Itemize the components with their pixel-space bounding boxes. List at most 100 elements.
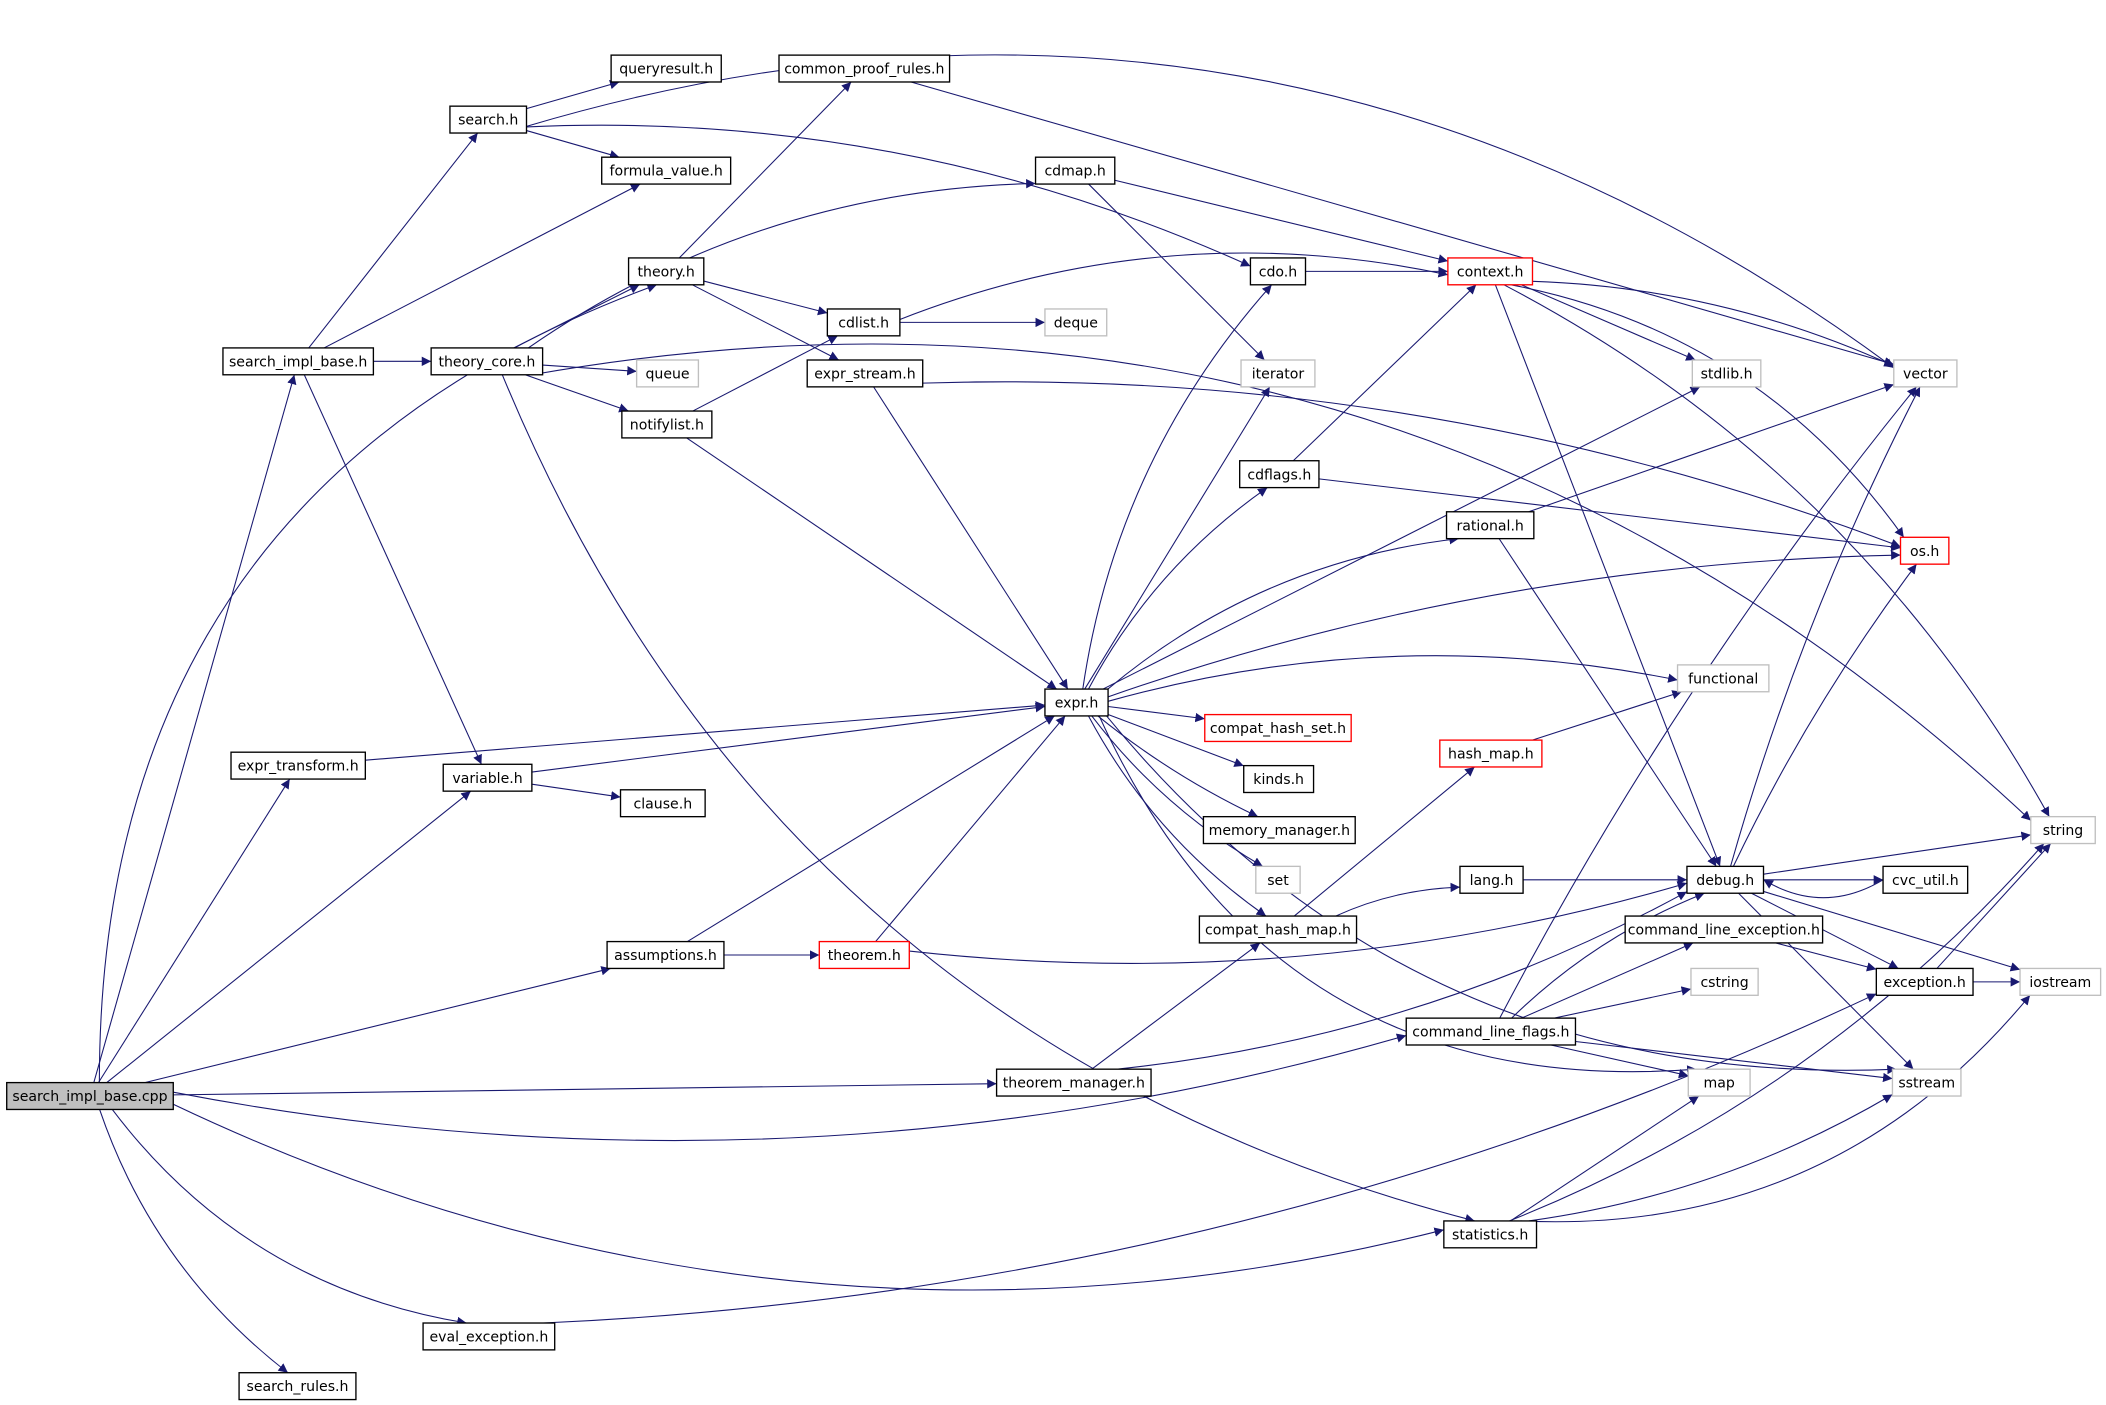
node-box[interactable] — [1044, 688, 1109, 717]
node-set[interactable]: set — [1255, 865, 1301, 894]
node-map[interactable]: map — [1687, 1068, 1751, 1097]
node-box[interactable] — [1447, 257, 1534, 286]
node-box[interactable] — [1624, 915, 1824, 944]
node-box[interactable] — [230, 751, 366, 780]
node-box[interactable] — [826, 308, 901, 337]
node-box[interactable] — [1875, 967, 1974, 996]
node-box[interactable] — [442, 763, 533, 792]
node-box[interactable] — [1891, 1068, 1962, 1097]
node-box[interactable] — [1686, 865, 1765, 894]
node-box[interactable] — [621, 410, 713, 439]
node-box[interactable] — [1239, 460, 1320, 489]
node-box[interactable] — [1198, 915, 1358, 944]
node-theorem-manager[interactable]: theorem_manager.h — [995, 1068, 1152, 1097]
node-expr-transform[interactable]: expr_transform.h — [230, 751, 366, 780]
node-compat-hash-map[interactable]: compat_hash_map.h — [1198, 915, 1358, 944]
node-box[interactable] — [606, 940, 725, 970]
node-common-proof-rules[interactable]: common_proof_rules.h — [778, 54, 951, 83]
node-box[interactable] — [1044, 308, 1108, 337]
node-box[interactable] — [222, 347, 375, 376]
node-box[interactable] — [430, 347, 544, 376]
node-search-rules[interactable]: search_rules.h — [238, 1372, 357, 1401]
node-iterator[interactable]: iterator — [1240, 359, 1316, 388]
node-box[interactable] — [449, 105, 528, 134]
node-theory[interactable]: theory.h — [627, 257, 705, 286]
node-deque[interactable]: deque — [1044, 308, 1108, 337]
node-box[interactable] — [1899, 536, 1950, 565]
node-command-line-flags[interactable]: command_line_flags.h — [1405, 1017, 1577, 1046]
node-box[interactable] — [1439, 739, 1543, 768]
node-expr-stream[interactable]: expr_stream.h — [806, 359, 924, 388]
node-box[interactable] — [1445, 511, 1535, 540]
node-cdflags[interactable]: cdflags.h — [1239, 460, 1320, 489]
node-eval-exception[interactable]: eval_exception.h — [422, 1322, 556, 1351]
node-box[interactable] — [1202, 815, 1356, 845]
node-box[interactable] — [635, 359, 700, 388]
node-cdo[interactable]: cdo.h — [1249, 257, 1307, 286]
node-variable[interactable]: variable.h — [442, 763, 533, 792]
node-box[interactable] — [1882, 865, 1969, 894]
node-box[interactable] — [1687, 1068, 1751, 1097]
node-box[interactable] — [601, 156, 732, 185]
node-os[interactable]: os.h — [1899, 536, 1950, 565]
node-box[interactable] — [1690, 967, 1759, 996]
node-compat-hash-set[interactable]: compat_hash_set.h — [1204, 713, 1352, 743]
node-queue[interactable]: queue — [635, 359, 700, 388]
node-theorem[interactable]: theorem.h — [818, 940, 910, 970]
node-box[interactable] — [1255, 865, 1301, 894]
node-statistics[interactable]: statistics.h — [1443, 1220, 1538, 1249]
node-theory-core[interactable]: theory_core.h — [430, 347, 544, 376]
node-box[interactable] — [1459, 865, 1524, 894]
node-box[interactable] — [995, 1068, 1152, 1097]
node-functional[interactable]: functional — [1676, 664, 1770, 693]
node-box[interactable] — [422, 1322, 556, 1351]
node-cdlist[interactable]: cdlist.h — [826, 308, 901, 337]
node-string[interactable]: string — [2030, 815, 2096, 845]
node-box[interactable] — [1443, 1220, 1538, 1249]
node-queryresult[interactable]: queryresult.h — [610, 54, 722, 83]
node-cstring[interactable]: cstring — [1690, 967, 1759, 996]
node-context[interactable]: context.h — [1447, 257, 1534, 286]
node-notifylist[interactable]: notifylist.h — [621, 410, 713, 439]
node-box[interactable] — [610, 54, 722, 83]
node-box[interactable] — [619, 789, 706, 818]
node-box[interactable] — [1691, 359, 1762, 388]
node-box[interactable] — [818, 940, 910, 970]
node-box[interactable] — [2019, 967, 2102, 996]
node-vector[interactable]: vector — [1893, 359, 1958, 388]
node-exception[interactable]: exception.h — [1875, 967, 1974, 996]
node-lang[interactable]: lang.h — [1459, 865, 1524, 894]
node-clause[interactable]: clause.h — [619, 789, 706, 818]
node-search-impl-base-h[interactable]: search_impl_base.h — [222, 347, 375, 376]
node-iostream[interactable]: iostream — [2019, 967, 2102, 996]
node-box[interactable] — [1405, 1017, 1577, 1046]
node-box[interactable] — [1034, 156, 1116, 185]
node-stdlib[interactable]: stdlib.h — [1691, 359, 1762, 388]
node-memory-manager[interactable]: memory_manager.h — [1202, 815, 1356, 845]
node-debug[interactable]: debug.h — [1686, 865, 1765, 894]
node-box[interactable] — [1249, 257, 1307, 286]
node-box[interactable] — [238, 1372, 357, 1401]
node-cpp[interactable]: search_impl_base.cpp — [6, 1081, 174, 1111]
node-box[interactable] — [806, 359, 924, 388]
node-sstream[interactable]: sstream — [1891, 1068, 1962, 1097]
node-box[interactable] — [1676, 664, 1770, 693]
node-box[interactable] — [627, 257, 705, 286]
node-cvc-util[interactable]: cvc_util.h — [1882, 865, 1969, 894]
node-formula-value[interactable]: formula_value.h — [601, 156, 732, 185]
node-assumptions[interactable]: assumptions.h — [606, 940, 725, 970]
node-box[interactable] — [1240, 359, 1316, 388]
node-box[interactable] — [1204, 713, 1352, 743]
node-box[interactable] — [1243, 764, 1315, 794]
node-search[interactable]: search.h — [449, 105, 528, 134]
node-cdmap[interactable]: cdmap.h — [1034, 156, 1116, 185]
node-rational[interactable]: rational.h — [1445, 511, 1535, 540]
node-command-line-exception[interactable]: command_line_exception.h — [1624, 915, 1824, 944]
node-expr[interactable]: expr.h — [1044, 688, 1109, 717]
node-kinds[interactable]: kinds.h — [1243, 764, 1315, 794]
node-box[interactable] — [1893, 359, 1958, 388]
node-box[interactable] — [778, 54, 951, 83]
node-box[interactable] — [6, 1081, 174, 1111]
node-hash-map[interactable]: hash_map.h — [1439, 739, 1543, 768]
node-box[interactable] — [2030, 815, 2096, 845]
